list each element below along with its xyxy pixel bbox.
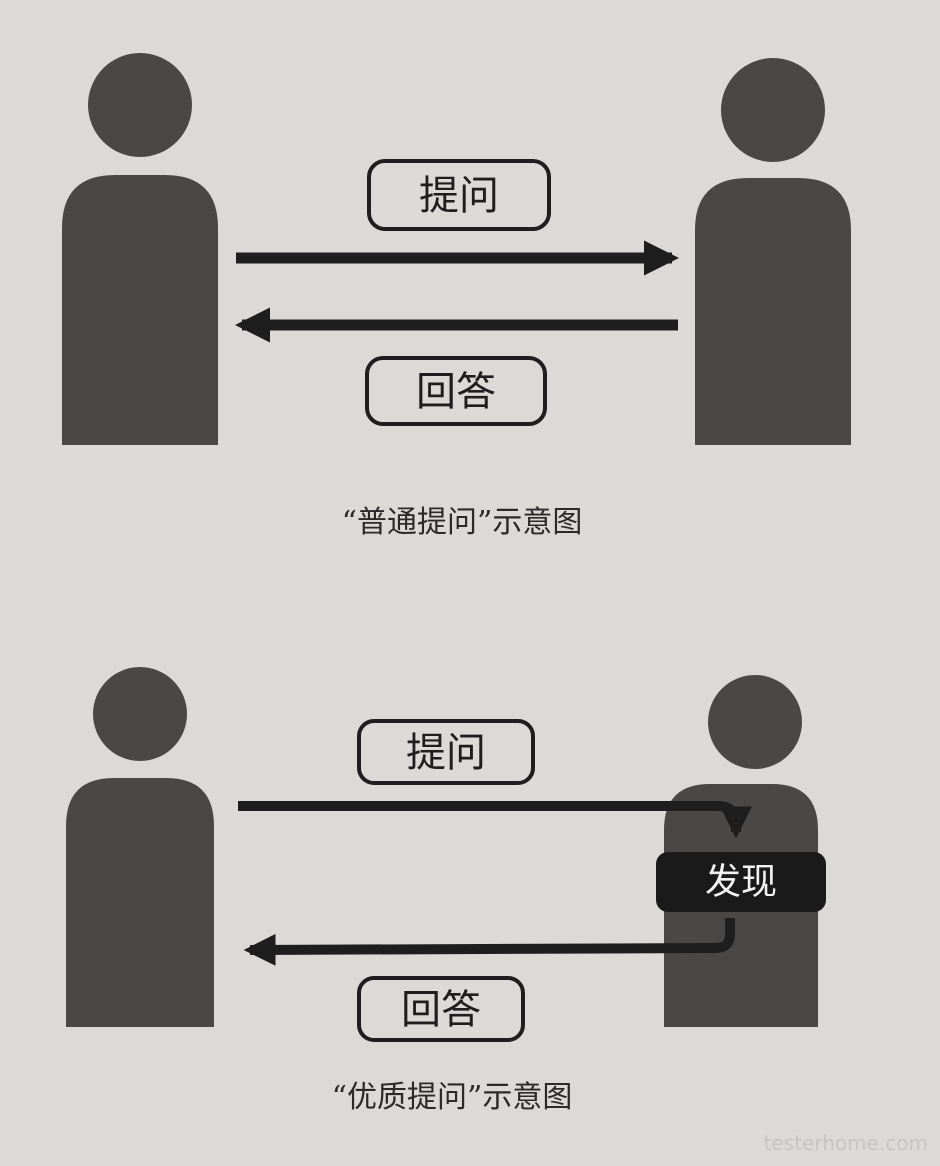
asker-person-icon: [66, 667, 214, 1027]
discovery-label-box: 发现: [656, 852, 826, 912]
answerer-person-icon: [664, 675, 818, 1027]
ordinary-diagram-caption: “普通提问”示意图: [342, 505, 583, 540]
question-arrow: [238, 801, 753, 839]
question-label-box: 提问: [367, 159, 551, 231]
ordinary-question-diagram: 提问 回答 “普通提问”示意图: [62, 53, 851, 540]
quality-question-diagram: 提问 发现 回答 “优质提问”示意图: [66, 667, 826, 1115]
question-label: 提问: [406, 730, 486, 776]
question-label: 提问: [419, 173, 499, 219]
answer-label: 回答: [416, 369, 496, 415]
quality-diagram-caption: “优质提问”示意图: [332, 1080, 573, 1115]
watermark: testerhome.com: [764, 1131, 928, 1155]
answer-label: 回答: [401, 987, 481, 1033]
question-label-box: 提问: [357, 719, 535, 785]
discovery-label: 发现: [705, 862, 777, 903]
answer-label-box: 回答: [365, 356, 547, 426]
answerer-person-icon: [695, 58, 851, 445]
answer-arrow: [243, 918, 735, 966]
answer-label-box: 回答: [357, 976, 525, 1042]
asker-person-icon: [62, 53, 218, 445]
